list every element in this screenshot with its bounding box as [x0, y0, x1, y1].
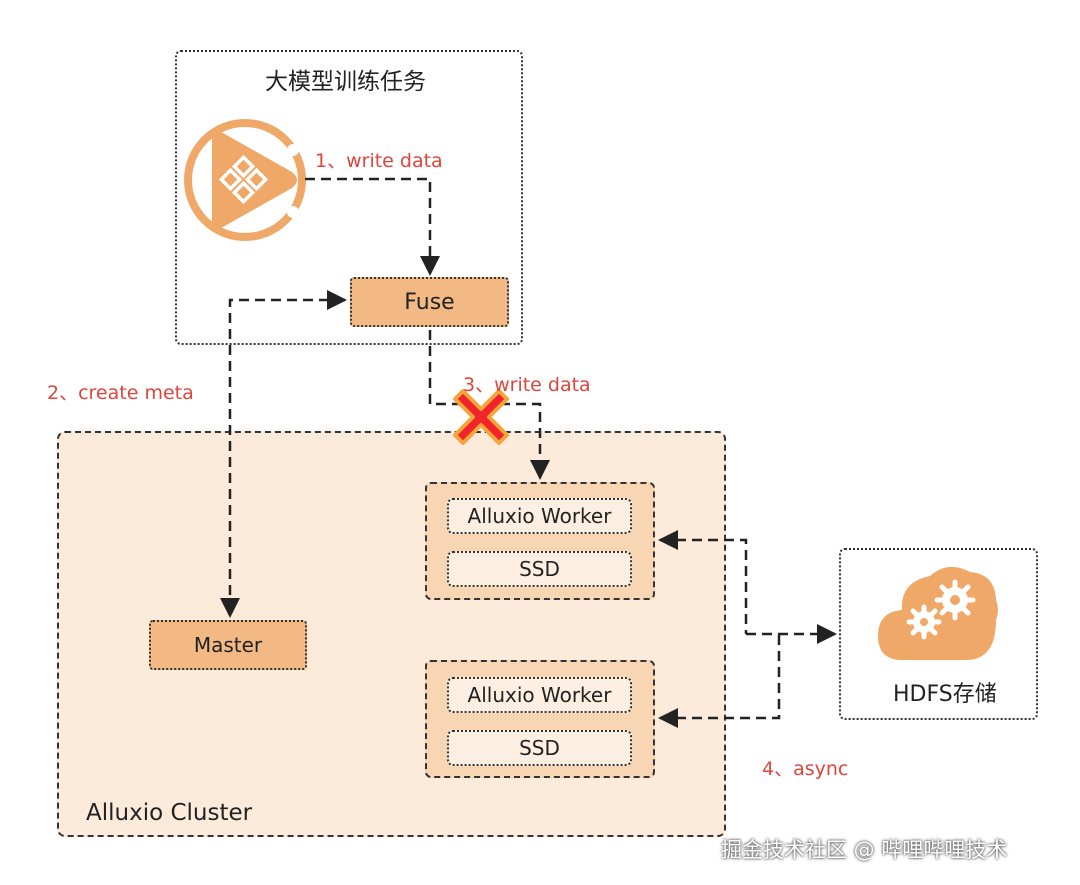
- watermark: 掘金技术社区 @ 哔哩哔哩技术: [721, 838, 1008, 862]
- edge-write-data-1: [305, 177, 440, 276]
- cloud-gears-icon: [878, 566, 998, 660]
- fuse-node: Fuse: [350, 277, 509, 327]
- training-task-title: 大模型训练任务: [265, 69, 426, 95]
- play-diamond-icon: [184, 119, 306, 241]
- label-step-3: 3、write data: [463, 374, 591, 396]
- ssd-1: SSD: [447, 551, 632, 587]
- ssd-2: SSD: [447, 730, 632, 766]
- edge-async-worker-1: [658, 530, 748, 634]
- alluxio-worker-2: Alluxio Worker: [447, 677, 632, 713]
- alluxio-worker-1: Alluxio Worker: [447, 498, 632, 534]
- cluster-title: Alluxio Cluster: [86, 800, 253, 826]
- master-node: Master: [149, 620, 307, 670]
- label-step-2: 2、create meta: [47, 382, 194, 404]
- edge-async-worker-2: [658, 634, 781, 728]
- edge-create-meta: [220, 290, 347, 618]
- hdfs-label: HDFS存储: [893, 682, 997, 707]
- red-x-icon: [453, 389, 509, 445]
- label-step-4: 4、async: [762, 758, 849, 780]
- label-step-1: 1、write data: [315, 150, 443, 172]
